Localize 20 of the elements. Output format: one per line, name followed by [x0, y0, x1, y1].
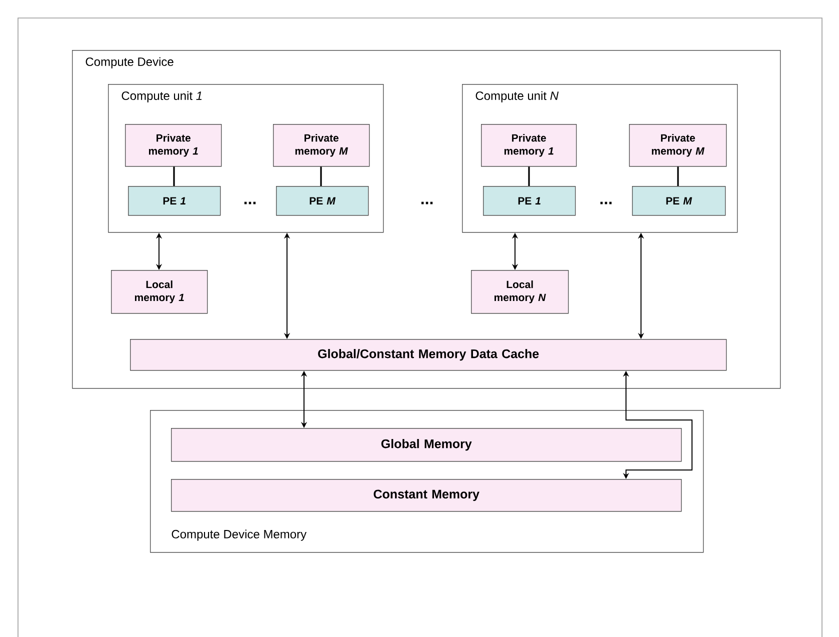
connector-line: [320, 166, 322, 186]
memory-box: Private memory M: [273, 124, 370, 167]
connector-line: [173, 166, 175, 186]
ellipsis: ...: [421, 202, 433, 204]
ellipsis: ...: [244, 202, 256, 204]
connector-line: [677, 166, 679, 186]
memory-box: Global Memory: [171, 428, 682, 462]
memory-box: Private memory 1: [125, 124, 222, 167]
memory-box: Global/Constant Memory Data Cache: [130, 339, 727, 371]
memory-box: Private memory M: [629, 124, 727, 167]
memory-box: Private memory 1: [481, 124, 577, 167]
memory-box: Constant Memory: [171, 479, 682, 512]
processing-element-box: PE M: [276, 186, 369, 216]
processing-element-box: PE M: [632, 186, 726, 216]
memory-box: Local memory N: [471, 270, 569, 314]
memory-box: Local memory 1: [111, 270, 208, 314]
connector-line: [528, 166, 530, 186]
ellipsis: ...: [600, 202, 612, 204]
processing-element-box: PE 1: [128, 186, 221, 216]
processing-element-box: PE 1: [483, 186, 576, 216]
